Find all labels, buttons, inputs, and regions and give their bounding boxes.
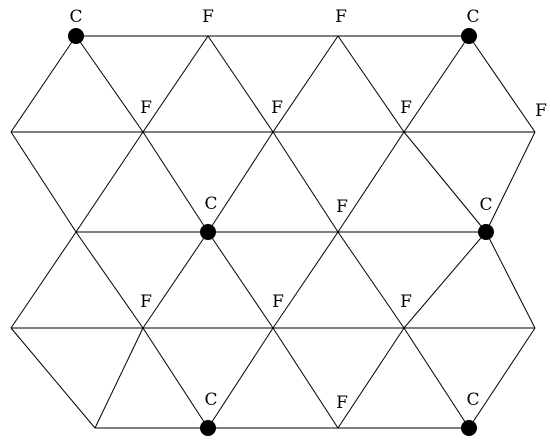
label-f1: F [202, 7, 214, 27]
label-c3: C [204, 194, 217, 214]
lattice-edge-14 [10, 131, 77, 233]
lattice-edge-12 [403, 35, 470, 133]
lattice-edge-26 [272, 231, 339, 329]
lattice-edge-20 [403, 131, 487, 233]
lattice-edge-10 [272, 35, 339, 133]
node-c4 [478, 224, 494, 240]
label-c6: C [466, 390, 479, 410]
lattice-edge-9 [207, 35, 274, 133]
label-f9: F [272, 292, 284, 312]
lattice-edge-31 [94, 327, 144, 429]
lattice-edge-13 [468, 35, 536, 133]
lattice-edge-25 [207, 231, 274, 329]
lattice-edge-22 [10, 231, 77, 329]
lattice-edge-27 [337, 231, 405, 329]
label-f10: F [400, 292, 412, 312]
lattice-edge-11 [337, 35, 405, 133]
label-f5: F [400, 98, 412, 118]
label-f3: F [140, 98, 152, 118]
lattice-edge-35 [337, 327, 405, 429]
lattice-edge-37 [468, 327, 536, 429]
lattice-edge-29 [485, 231, 536, 329]
lattice-edge-32 [142, 327, 209, 429]
lattice-edge-23 [75, 231, 144, 329]
label-f8: F [140, 292, 152, 312]
lattice-nodes [68, 28, 494, 436]
node-c3 [200, 224, 216, 240]
label-c1: C [69, 7, 82, 27]
lattice-edge-18 [272, 131, 339, 233]
label-c2: C [466, 7, 479, 27]
lattice-edge-19 [337, 131, 405, 233]
node-c1 [68, 28, 84, 44]
label-f2: F [335, 7, 347, 27]
lattice-edge-21 [485, 131, 536, 233]
lattice-edge-15 [75, 131, 144, 233]
label-f11: F [336, 393, 348, 413]
lattice-edge-17 [207, 131, 274, 233]
node-c2 [461, 28, 477, 44]
lattice-edge-36 [403, 327, 470, 429]
label-f6: F [535, 101, 547, 121]
lattice-edge-16 [142, 131, 209, 233]
label-f7: F [336, 197, 348, 217]
lattice-edge-28 [403, 231, 487, 329]
label-c4: C [479, 195, 492, 215]
lattice-edge-33 [207, 327, 274, 429]
lattice-edge-6 [10, 35, 77, 133]
lattice-edge-34 [272, 327, 339, 429]
label-f4: F [271, 98, 283, 118]
label-c5: C [204, 390, 217, 410]
lattice-edges [10, 35, 536, 429]
lattice-edge-7 [75, 35, 144, 133]
lattice-edge-24 [142, 231, 209, 329]
node-c6 [461, 420, 477, 436]
lattice-edge-8 [142, 35, 209, 133]
lattice-edge-30 [10, 327, 96, 429]
node-c5 [200, 420, 216, 436]
